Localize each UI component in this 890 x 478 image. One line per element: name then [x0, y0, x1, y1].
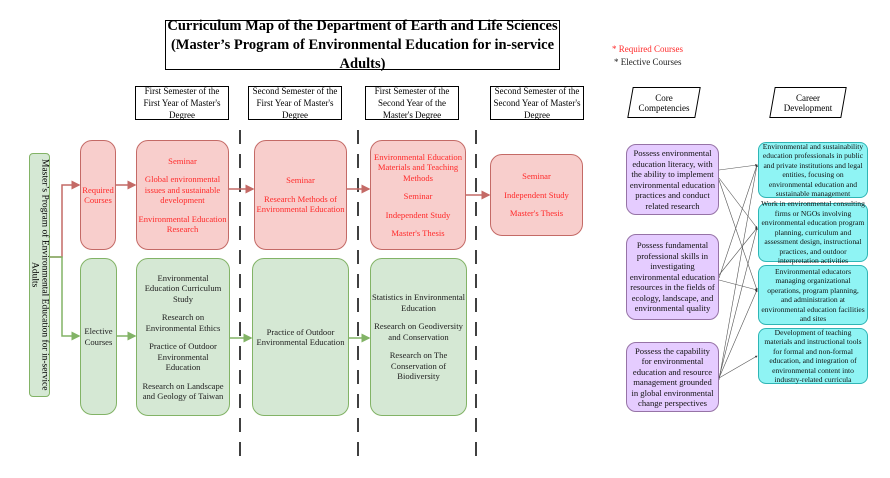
- title-line: Curriculum Map of the Department of Eart…: [167, 17, 558, 34]
- label: Career Development: [783, 92, 833, 113]
- career-box: Environmental educators managing organiz…: [758, 265, 868, 325]
- course: Research on Environmental Ethics: [145, 312, 221, 333]
- competency-career-links: [718, 164, 758, 381]
- elective-courses-s1: Environmental Education Curriculum Study…: [136, 258, 230, 416]
- course: Seminar: [403, 191, 433, 201]
- semester-header: First Semester of the Second Year of the…: [365, 86, 459, 120]
- label: Courses: [84, 336, 113, 347]
- label: Required: [82, 184, 114, 195]
- course: Seminar: [522, 171, 551, 182]
- competency-box: Possess the capability for environmental…: [626, 342, 719, 412]
- arrow-to-required: [50, 180, 81, 258]
- career-development-header: Career Development: [769, 87, 847, 118]
- course: Research Methods of Environmental Educat…: [256, 193, 345, 215]
- course: Research on Geodiversity and Conservatio…: [374, 321, 463, 342]
- legend-elective: * Elective Courses: [614, 57, 682, 67]
- course: Master's Thesis: [509, 208, 564, 219]
- competency-box: Possess environmental education literacy…: [626, 144, 719, 215]
- career-box: Development of teaching materials and in…: [758, 328, 868, 384]
- competency-box: Possess fundamental professional skills …: [626, 234, 719, 320]
- label: Elective: [84, 326, 113, 336]
- course: Research on The Conservation of Biodiver…: [389, 350, 448, 382]
- arrow-to-elective: [50, 256, 81, 341]
- course: Environmental Education Research: [138, 213, 227, 235]
- semester-header: First Semester of the First Year of Mast…: [135, 86, 229, 120]
- program-box: Master’s Program of Environmental Educat…: [29, 153, 50, 397]
- title-line: (Master’s Program of Environmental Educa…: [170, 36, 555, 72]
- core-competencies-header: Core Competencies: [627, 87, 701, 118]
- course: Independent Study: [385, 209, 451, 220]
- page-title: Curriculum Map of the Department of Eart…: [165, 17, 560, 72]
- course: Seminar: [168, 155, 197, 166]
- course: Global environmental issues and sustaina…: [144, 174, 221, 205]
- course: Research on Landscape and Geology of Tai…: [142, 380, 224, 402]
- legend-required: * Required Courses: [612, 44, 683, 54]
- label: Core Competencies: [638, 92, 690, 113]
- course: Practice of Outdoor Environmental Educat…: [149, 341, 217, 372]
- semester-header: Second Semester of the Second Year of Ma…: [490, 86, 584, 120]
- course: Seminar: [286, 175, 315, 186]
- label: Courses: [84, 195, 112, 205]
- elective-courses-s2: Practice of Outdoor Environmental Educat…: [252, 258, 349, 416]
- course: Environmental Education Curriculum Study: [144, 272, 222, 304]
- career-box: Environmental and sustainability educati…: [758, 142, 868, 198]
- course: Independent Study: [504, 189, 569, 200]
- course: Environmental Education Materials and Te…: [373, 151, 463, 183]
- required-courses-s3: Environmental Education Materials and Te…: [370, 140, 466, 250]
- course: Practice of Outdoor Environmental Educat…: [256, 326, 345, 348]
- course: Statistics in Environmental Education: [371, 292, 466, 313]
- career-box: Work in environmental consulting firms o…: [758, 199, 868, 265]
- semester-header: Second Semester of the First Year of Mas…: [248, 86, 342, 120]
- semester-dividers: [239, 130, 477, 460]
- course: Master's Thesis: [391, 228, 445, 238]
